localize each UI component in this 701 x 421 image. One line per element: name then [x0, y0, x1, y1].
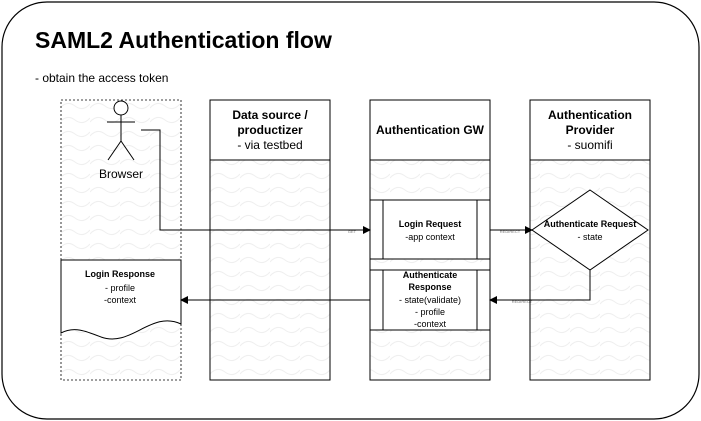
node-login-response: Login Response - profile -context	[60, 259, 182, 340]
lane-datasource-sub: - via testbed	[237, 138, 302, 152]
edge-redirect-2: REDIRECT	[489, 270, 591, 304]
lane-datasource: Data source / productizer - via testbed	[209, 99, 331, 381]
actor-browser-label: Browser	[99, 167, 143, 181]
lane-gw-header	[369, 99, 491, 161]
actor-icon	[107, 100, 135, 161]
login-request-title: Login Request	[399, 219, 462, 229]
node-login-request: Login Request -app context	[369, 199, 491, 260]
authenticate-request-title: Authenticate Request	[544, 219, 637, 229]
lane-provider-title-2: Provider	[566, 123, 615, 137]
lane-provider-sub: - suomifi	[567, 138, 612, 152]
authenticate-response-line3: -context	[414, 319, 447, 329]
authenticate-response-title-2: Response	[408, 282, 451, 292]
lane-datasource-title-1: Data source /	[232, 108, 308, 122]
login-response-title: Login Response	[85, 269, 155, 279]
lane-datasource-header	[209, 99, 331, 161]
lane-provider-title-1: Authentication	[548, 108, 632, 122]
lane-provider-header	[529, 99, 651, 161]
diagram-subtitle: - obtain the access token	[35, 71, 168, 85]
login-response-line1: - profile	[105, 283, 135, 293]
edge-get: GET	[141, 129, 371, 234]
lane-gw-title: Authentication GW	[376, 123, 485, 137]
edge-redirect-1: REDIRECT	[490, 226, 533, 234]
authenticate-request-line1: - state	[577, 232, 602, 242]
node-authenticate-response: Authenticate Response - state(validate) …	[369, 269, 491, 331]
lane-datasource-title-2: productizer	[237, 123, 303, 137]
edge-get-label: GET	[348, 229, 357, 234]
edge-redirect-2-label: REDIRECT	[512, 299, 533, 304]
authenticate-response-line1: - state(validate)	[399, 295, 461, 305]
login-request-line1: -app context	[405, 232, 455, 242]
edge-redirect-1-label: REDIRECT	[500, 229, 521, 234]
login-response-line2: -context	[104, 295, 137, 305]
diagram-title: SAML2 Authentication flow	[35, 27, 332, 53]
authenticate-response-line2: - profile	[415, 307, 445, 317]
authenticate-response-title-1: Authenticate	[403, 270, 458, 280]
